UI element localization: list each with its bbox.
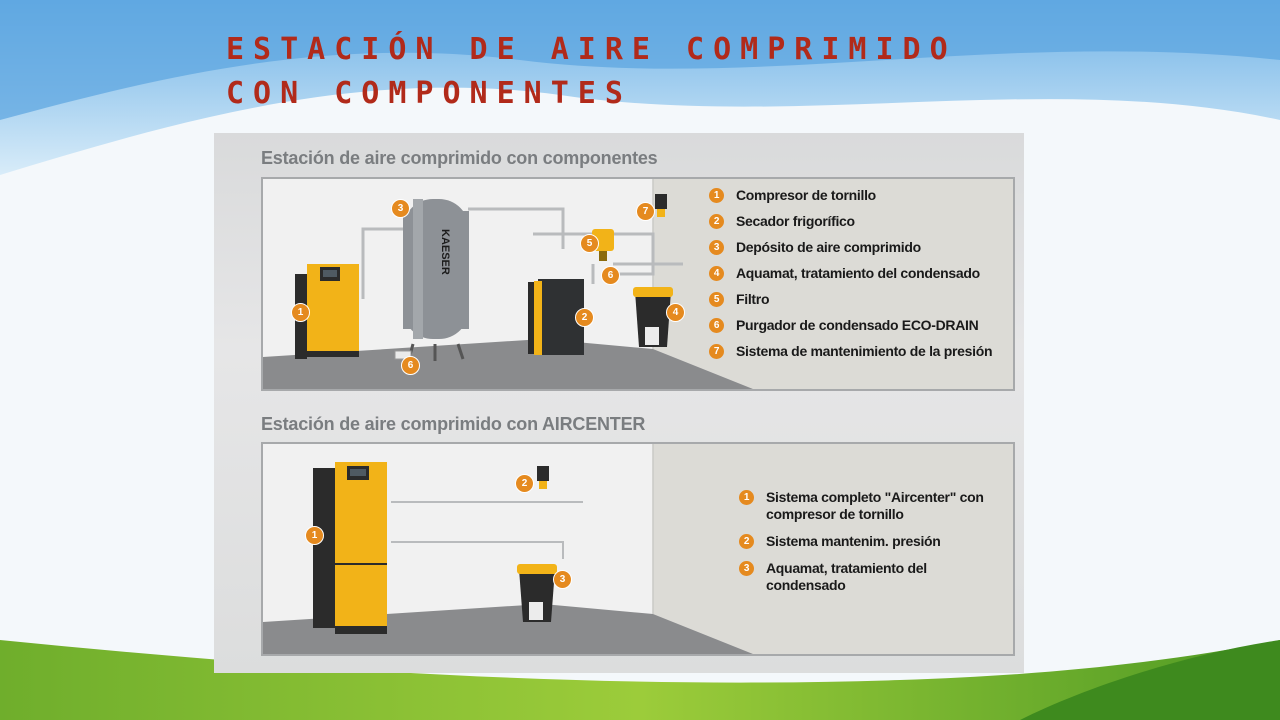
legend-item: 5 Filtro: [709, 291, 992, 317]
callout-5: 5: [580, 234, 599, 253]
callout-1: 1: [305, 526, 324, 545]
slide-title: ESTACIÓN DE AIRE COMPRIMIDO CON COMPONEN…: [226, 28, 1046, 116]
legend-item: 2 Secador frigorífico: [709, 213, 992, 239]
panel1-components: KAESER 1 2: [261, 177, 1015, 391]
legend-number: 1: [709, 188, 724, 203]
legend-number: 2: [739, 534, 754, 549]
compressed-air-figure: Estación de aire comprimido con componen…: [214, 133, 1024, 673]
pressure-maintenance-unit: [537, 466, 549, 489]
legend-number: 3: [739, 561, 754, 576]
legend-label: Purgador de condensado ECO-DRAIN: [736, 317, 979, 333]
legend-label: Aquamat, tratamiento del condensado: [766, 560, 927, 593]
aircenter-unit: [313, 462, 387, 634]
legend-number: 1: [739, 490, 754, 505]
legend-label: Aquamat, tratamiento del condensado: [736, 265, 980, 281]
callout-7: 7: [636, 202, 655, 221]
pressure-maintenance-unit: [655, 194, 667, 217]
callout-3: 3: [391, 199, 410, 218]
callout-1: 1: [291, 303, 310, 322]
legend-item: 2 Sistema mantenim. presión: [739, 533, 989, 550]
panel1-title: Estación de aire comprimido con componen…: [261, 148, 658, 168]
panel2-aircenter: 1 2 3 1 Sistema completo "Aircenter" con …: [261, 442, 1015, 656]
legend-label: Secador frigorífico: [736, 213, 855, 229]
legend-item: 7 Sistema de mantenimiento de la presión: [709, 343, 993, 369]
legend-number: 5: [709, 292, 724, 307]
legend-item: 3 Depósito de aire comprimido: [709, 239, 992, 265]
legend-label: Filtro: [736, 291, 770, 307]
legend-label: Sistema mantenim. presión: [766, 533, 941, 549]
callout-6a: 6: [601, 266, 620, 285]
panel2-title: Estación de aire comprimido con AIRCENTE…: [261, 414, 646, 434]
legend-item: 3 Aquamat, tratamiento del condensado: [739, 560, 989, 594]
slide-title-line1: ESTACIÓN DE AIRE COMPRIMIDO: [226, 32, 957, 67]
callout-4: 4: [666, 303, 685, 322]
callout-2: 2: [575, 308, 594, 327]
legend-label: Sistema completo "Aircenter" con compres…: [766, 489, 984, 522]
callout-2: 2: [515, 474, 534, 493]
legend-number: 2: [709, 214, 724, 229]
legend-item: 1 Compresor de tornillo: [709, 187, 992, 213]
legend-number: 7: [709, 344, 724, 359]
legend-number: 4: [709, 266, 724, 281]
air-receiver-tank: KAESER: [403, 199, 469, 361]
legend-item: 6 Purgador de condensado ECO-DRAIN: [709, 317, 992, 343]
legend-item: 4 Aquamat, tratamiento del condensado: [709, 265, 992, 291]
tank-brand-label: KAESER: [439, 229, 451, 275]
legend-number: 3: [709, 240, 724, 255]
legend-item: 1 Sistema completo "Aircenter" con compre…: [739, 489, 989, 523]
aquamat-unit: [517, 564, 557, 622]
screw-compressor: [295, 264, 359, 359]
callout-6b: 6: [401, 356, 420, 375]
legend-label: Compresor de tornillo: [736, 187, 876, 203]
legend-label: Sistema de mantenimiento de la presión: [736, 343, 993, 359]
slide-title-line2: CON COMPONENTES: [226, 76, 632, 111]
legend-label: Depósito de aire comprimido: [736, 239, 921, 255]
callout-3: 3: [553, 570, 572, 589]
legend-number: 6: [709, 318, 724, 333]
panel1-legend: 1 Compresor de tornillo 2 Secador frigoríf…: [709, 187, 993, 369]
panel2-legend: 1 Sistema completo "Aircenter" con compre…: [739, 489, 989, 594]
aquamat-unit: [633, 287, 673, 347]
